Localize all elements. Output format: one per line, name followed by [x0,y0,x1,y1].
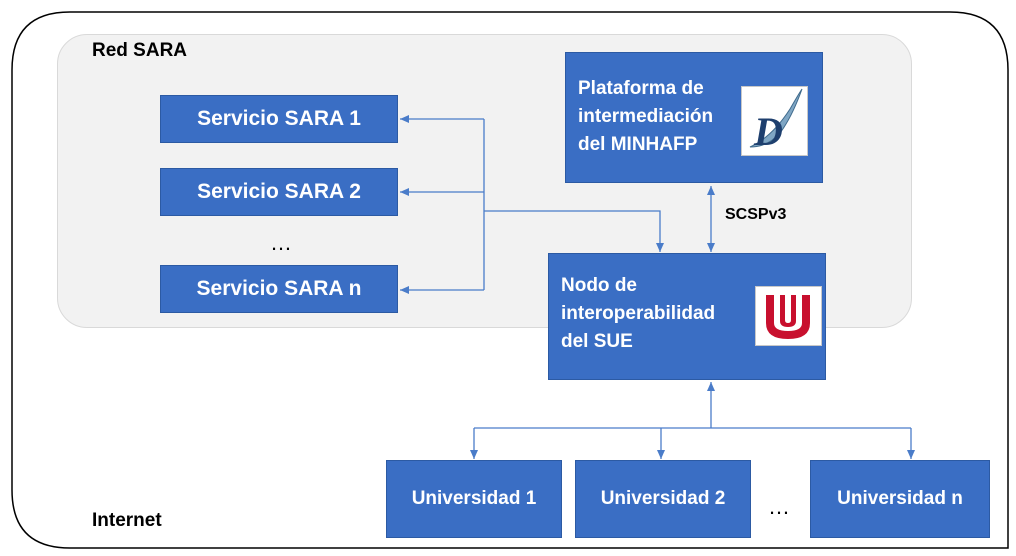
university-1: Universidad 1 [386,460,562,538]
bus-to-node [484,210,664,252]
platform-label: Plataforma de intermediación del MINHAFP [578,78,714,155]
university-2: Universidad 2 [575,460,751,538]
red-sara-label: Red SARA [92,40,188,61]
sue-red-u-logo-icon [755,286,822,346]
node-label: Nodo de interoperabilidad del SUE [561,275,716,352]
services-ellipsis: … [270,230,294,255]
service-sara-1: Servicio SARA 1 [160,95,398,143]
universities-ellipsis: … [768,494,792,519]
platform-box: Plataforma de intermediación del MINHAFP [565,52,823,183]
d-letter-swoosh-logo-icon: D [741,86,808,156]
protocol-label: SCSPv3 [725,206,787,223]
university-n: Universidad n [810,460,990,538]
service-sara-2: Servicio SARA 2 [160,168,398,216]
service-sara-n: Servicio SARA n [160,265,398,313]
svg-text:D: D [753,109,783,154]
internet-label: Internet [92,510,162,531]
